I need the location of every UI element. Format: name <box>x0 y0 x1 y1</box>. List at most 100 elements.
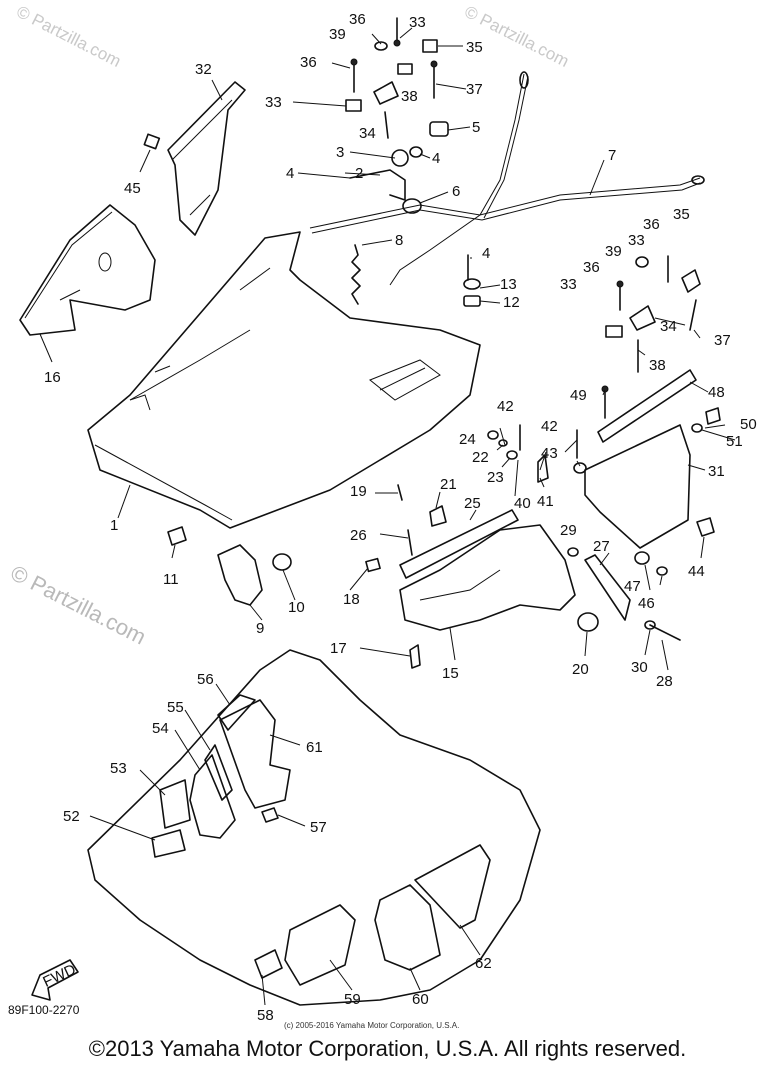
callout-35: 35 <box>673 206 690 223</box>
callout-44: 44 <box>688 563 705 580</box>
callout-55: 55 <box>167 699 184 716</box>
callout-40: 40 <box>514 495 531 512</box>
pad-57 <box>261 807 279 823</box>
callout-36: 36 <box>643 216 660 233</box>
pad-62 <box>414 844 491 929</box>
callout-34: 34 <box>660 318 677 335</box>
pad-53 <box>159 779 191 829</box>
callout-10: 10 <box>288 599 305 616</box>
callout-11: 11 <box>163 571 179 588</box>
fwd-arrow-icon: FWD <box>31 959 79 1001</box>
callout-18: 18 <box>343 591 360 608</box>
callout-59: 59 <box>344 991 361 1008</box>
top-hardware-cluster <box>345 17 449 214</box>
callout-7: 7 <box>608 147 616 164</box>
footer-copyright: ©2013 Yamaha Motor Corporation, U.S.A. A… <box>88 1036 687 1061</box>
callout-27: 27 <box>593 538 610 555</box>
callout-42: 42 <box>541 418 558 435</box>
lower-brackets <box>167 526 292 606</box>
callout-19: 19 <box>350 483 367 500</box>
callout-17: 17 <box>330 640 347 657</box>
pad-52 <box>151 829 186 858</box>
lower-right-hardware <box>365 385 721 669</box>
lower-shell <box>87 649 541 1006</box>
callout-43: 43 <box>541 445 558 462</box>
callout-3: 3 <box>336 144 344 161</box>
callout-4: 4 <box>286 165 294 182</box>
pad-60 <box>374 884 441 971</box>
callout-6: 6 <box>452 183 460 200</box>
callout-52: 52 <box>63 808 80 825</box>
callout-26: 26 <box>350 527 367 544</box>
callout-33: 33 <box>560 276 577 293</box>
callout-46: 46 <box>638 595 655 612</box>
callout-16: 16 <box>44 369 61 386</box>
parts-diagram: FWD <box>19 11 757 1024</box>
callout-36: 36 <box>300 54 317 71</box>
pad-55 <box>204 744 233 801</box>
callout-30: 30 <box>631 659 648 676</box>
callout-25: 25 <box>464 495 481 512</box>
callout-12: 12 <box>503 294 520 311</box>
left-side-cover <box>19 204 156 336</box>
callout-32: 32 <box>195 61 212 78</box>
callout-4: 4 <box>482 245 490 262</box>
callout-62: 62 <box>475 955 492 972</box>
callout-5: 5 <box>472 119 480 136</box>
callout-50: 50 <box>740 416 757 433</box>
callout-22: 22 <box>472 449 489 466</box>
lower-panel-assembly <box>399 369 697 632</box>
callout-38: 38 <box>649 357 666 374</box>
callout-54: 54 <box>152 720 169 737</box>
leader-lines <box>39 27 736 1006</box>
small-copyright: (c) 2005-2016 Yamaha Motor Corporation, … <box>284 1021 460 1030</box>
callout-labels: 36 33 39 35 36 32 37 38 33 34 5 3 4 7 4 … <box>44 11 757 1024</box>
callout-58: 58 <box>257 1007 274 1024</box>
callout-36: 36 <box>583 259 600 276</box>
callout-33: 33 <box>409 14 426 31</box>
cable-assembly <box>309 71 705 286</box>
main-cowling <box>87 231 481 529</box>
callout-29: 29 <box>560 522 577 539</box>
callout-36: 36 <box>349 11 366 28</box>
callout-53: 53 <box>110 760 127 777</box>
callout-49: 49 <box>570 387 587 404</box>
callout-9: 9 <box>256 620 264 637</box>
callout-1: 1 <box>110 517 118 534</box>
callout-39: 39 <box>329 26 346 43</box>
callout-41: 41 <box>537 493 554 510</box>
callout-57: 57 <box>310 819 327 836</box>
right-hardware-cluster <box>463 254 701 373</box>
part-45-grommet <box>143 133 161 150</box>
callout-23: 23 <box>487 469 504 486</box>
diagram-code: 89F100-2270 <box>8 1003 80 1017</box>
callout-56: 56 <box>197 671 214 688</box>
callout-15: 15 <box>442 665 459 682</box>
callout-28: 28 <box>656 673 673 690</box>
callout-2: 2 <box>355 165 363 182</box>
callout-45: 45 <box>124 180 141 197</box>
callout-39: 39 <box>605 243 622 260</box>
callout-51: 51 <box>726 433 743 450</box>
callout-20: 20 <box>572 661 589 678</box>
pad-58 <box>254 949 283 979</box>
callout-48: 48 <box>708 384 725 401</box>
pad-61 <box>219 699 291 809</box>
pad-56 <box>217 694 256 731</box>
callout-61: 61 <box>306 739 323 756</box>
callout-60: 60 <box>412 991 429 1008</box>
callout-33: 33 <box>628 232 645 249</box>
pad-59 <box>284 904 356 986</box>
callout-31: 31 <box>708 463 725 480</box>
callout-37: 37 <box>466 81 483 98</box>
callout-34: 34 <box>359 125 376 142</box>
callout-35: 35 <box>466 39 483 56</box>
callout-21: 21 <box>440 476 457 493</box>
callout-37: 37 <box>714 332 731 349</box>
part-8-spring <box>351 244 361 305</box>
callout-47: 47 <box>624 578 641 595</box>
callout-33: 33 <box>265 94 282 111</box>
callout-24: 24 <box>459 431 476 448</box>
pad-54 <box>189 754 236 839</box>
callout-8: 8 <box>395 232 403 249</box>
